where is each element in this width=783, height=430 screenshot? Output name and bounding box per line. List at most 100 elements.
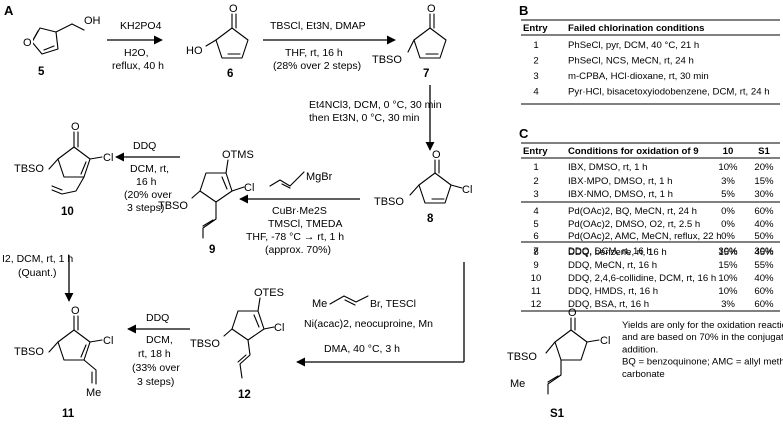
- atom-me: Me: [86, 387, 101, 399]
- table-c-row-12-entry: 12: [531, 299, 542, 310]
- table-b-row-2-entry: 2: [533, 56, 538, 67]
- table-c-row-12-conditions: DDQ, BSA, rt, 16 h: [568, 299, 649, 310]
- step5-line-4: (20% over: [124, 189, 172, 201]
- table-c-row-5-conditions: Pd(OAc)2, DMSO, O2, rt, 2.5 h: [568, 219, 700, 230]
- step8-line-4: (33% over: [132, 362, 180, 374]
- panel-a-label: A: [4, 3, 14, 18]
- table-c-header-10: 10: [723, 146, 734, 157]
- atom-o: O: [229, 3, 238, 15]
- step3-line-2: then Et3N, 0 °C, 30 min: [309, 112, 420, 124]
- oxidation-table: Entry Conditions for oxidation of 9 10 S…: [521, 142, 780, 312]
- atom-tbso: TBSO: [158, 200, 188, 212]
- step7-line-1: Me: [312, 298, 327, 310]
- table-c-row-6-yield-10: 0%: [721, 231, 735, 242]
- table-c-row-11-entry: 11: [531, 286, 541, 297]
- table-c-row-5-entry: 5: [533, 219, 538, 230]
- table-b-row-1-entry: 1: [533, 40, 538, 51]
- table-c-row-4-yield-10: 0%: [721, 206, 735, 217]
- table-c-row-6-entry: 6: [533, 231, 538, 242]
- step7-line-3: Ni(acac)2, neocuproine, Mn: [304, 318, 433, 330]
- atom-o: O: [427, 3, 436, 15]
- table-c-row-10-yield-s1: 40%: [754, 273, 774, 284]
- table-c-row-9-yield-10: 15%: [718, 260, 738, 271]
- compound-label-10: 10: [61, 206, 74, 218]
- atom-cl: Cl: [103, 152, 113, 164]
- table-c-header-entry: Entry: [523, 146, 548, 157]
- atom-cl: Cl: [244, 182, 254, 194]
- table-c-row-10-conditions: DDQ, 2,4,6-collidine, DCM, rt, 16 h: [568, 273, 716, 284]
- table-b-row-1-conditions: PhSeCl, pyr, DCM, 40 °C, 21 h: [568, 40, 699, 51]
- table-b-header-entry: Entry: [523, 23, 548, 34]
- atom-o: O: [23, 37, 32, 49]
- step1-line-1: KH2PO4: [120, 20, 162, 32]
- step8-line-3: rt, 18 h: [138, 348, 171, 360]
- atom-otes: OTES: [254, 287, 284, 299]
- propenyl-bromide-structure: [329, 295, 369, 305]
- table-c-row-1-conditions: IBX, DMSO, rt, 1 h: [568, 162, 647, 173]
- atom-tbso: TBSO: [14, 346, 44, 358]
- atom-cl: Cl: [274, 322, 284, 334]
- table-c-row-8-entry: 8: [533, 247, 538, 258]
- table-c-row-10-entry: 10: [531, 273, 542, 284]
- table-c-row-4-yield-s1: 60%: [754, 206, 774, 217]
- panel-b-label: B: [519, 3, 528, 18]
- table-c-row-8-yield-s1: 45%: [754, 247, 774, 258]
- table-c-row-5-yield-10: 0%: [721, 219, 735, 230]
- table-c-row-12-yield-10: 3%: [721, 299, 735, 310]
- table-c-row-3-yield-10: 5%: [721, 189, 735, 200]
- step3-line-1: Et4NCl3, DCM, 0 °C, 30 min: [309, 99, 442, 111]
- compound-s1-structure: O Cl TBSO Me: [507, 307, 610, 395]
- compound-9-structure: OTMS Cl TBSO: [158, 149, 254, 239]
- table-b-row-2-conditions: PhSeCl, NCS, MeCN, rt, 24 h: [568, 56, 694, 67]
- table-c-row-11-yield-10: 10%: [718, 286, 738, 297]
- step7-line-2: Br, TESCl: [370, 298, 416, 310]
- step4-line-4: (approx. 70%): [265, 244, 331, 256]
- table-c-row-9-entry: 9: [533, 260, 538, 271]
- compound-label-7: 7: [423, 68, 429, 80]
- table-c-row-4-conditions: Pd(OAc)2, BQ, MeCN, rt, 24 h: [568, 206, 697, 217]
- step6-line-2: (Quant.): [18, 267, 57, 279]
- table-c-row-9-conditions: DDQ, MeCN, rt, 16 h: [568, 260, 657, 271]
- table-c-header-s1: S1: [758, 146, 770, 157]
- footnote-line-4: BQ = benzoquinone; AMC = allyl methyl: [622, 357, 783, 368]
- table-c-row-1-entry: 1: [533, 162, 538, 173]
- step5-line-3: 16 h: [136, 176, 157, 188]
- atom-o: O: [71, 121, 80, 133]
- atom-oh: OH: [84, 15, 101, 27]
- table-c-row-7-yield-s1: 30%: [754, 246, 774, 257]
- table-b-row-4-entry: 4: [533, 87, 539, 98]
- step1-line-3: reflux, 40 h: [112, 60, 164, 72]
- footnote-line-2: and are based on 70% in the conjugate: [622, 332, 783, 343]
- compound-label-6: 6: [227, 68, 233, 80]
- step1-line-2: H2O,: [124, 47, 149, 59]
- panel-c-label: C: [519, 126, 529, 141]
- compound-label-5: 5: [38, 66, 45, 78]
- atom-tbso: TBSO: [190, 338, 220, 350]
- step5-line-5: 3 steps): [127, 202, 164, 214]
- table-b-row-3-entry: 3: [533, 71, 538, 82]
- compound-label-8: 8: [427, 213, 434, 225]
- footnote-line-5: carbonate: [622, 369, 665, 380]
- step5-line-1: DDQ: [133, 140, 156, 152]
- table-c-row-5-yield-s1: 40%: [754, 219, 774, 230]
- compound-10-structure: O Cl TBSO: [14, 121, 113, 195]
- step8-line-1: DDQ: [146, 312, 169, 324]
- atom-tbso: TBSO: [372, 54, 402, 66]
- table-c-row-2-entry: 2: [533, 176, 538, 187]
- step6-line-1: I2, DCM, rt, 1 h: [2, 253, 73, 265]
- table-b-rows: 1 PhSeCl, pyr, DCM, 40 °C, 21 h 2 PhSeCl, N…: [533, 40, 769, 98]
- compound-7-structure: O TBSO: [372, 3, 447, 66]
- atom-cl: Cl: [103, 335, 113, 347]
- table-b-header-conditions: Failed chlorination conditions: [568, 23, 704, 34]
- compound-11-structure: O Cl TBSO Me: [14, 305, 113, 399]
- atom-o: O: [432, 149, 441, 161]
- compound-label-11: 11: [62, 408, 75, 420]
- step2-line-3: (28% over 2 steps): [273, 60, 361, 72]
- table-c-footnote: Yields are only for the oxidation reacti…: [622, 320, 783, 380]
- atom-me: Me: [510, 378, 525, 390]
- table-c-row-1-yield-10: 10%: [718, 162, 738, 173]
- atom-mgbr: MgBr: [306, 171, 333, 183]
- compound-5-structure: O OH: [22, 15, 101, 55]
- table-b-row-4-conditions: Pyr·HCl, bisacetoxyiodobenzene, DCM, rt,…: [568, 87, 770, 98]
